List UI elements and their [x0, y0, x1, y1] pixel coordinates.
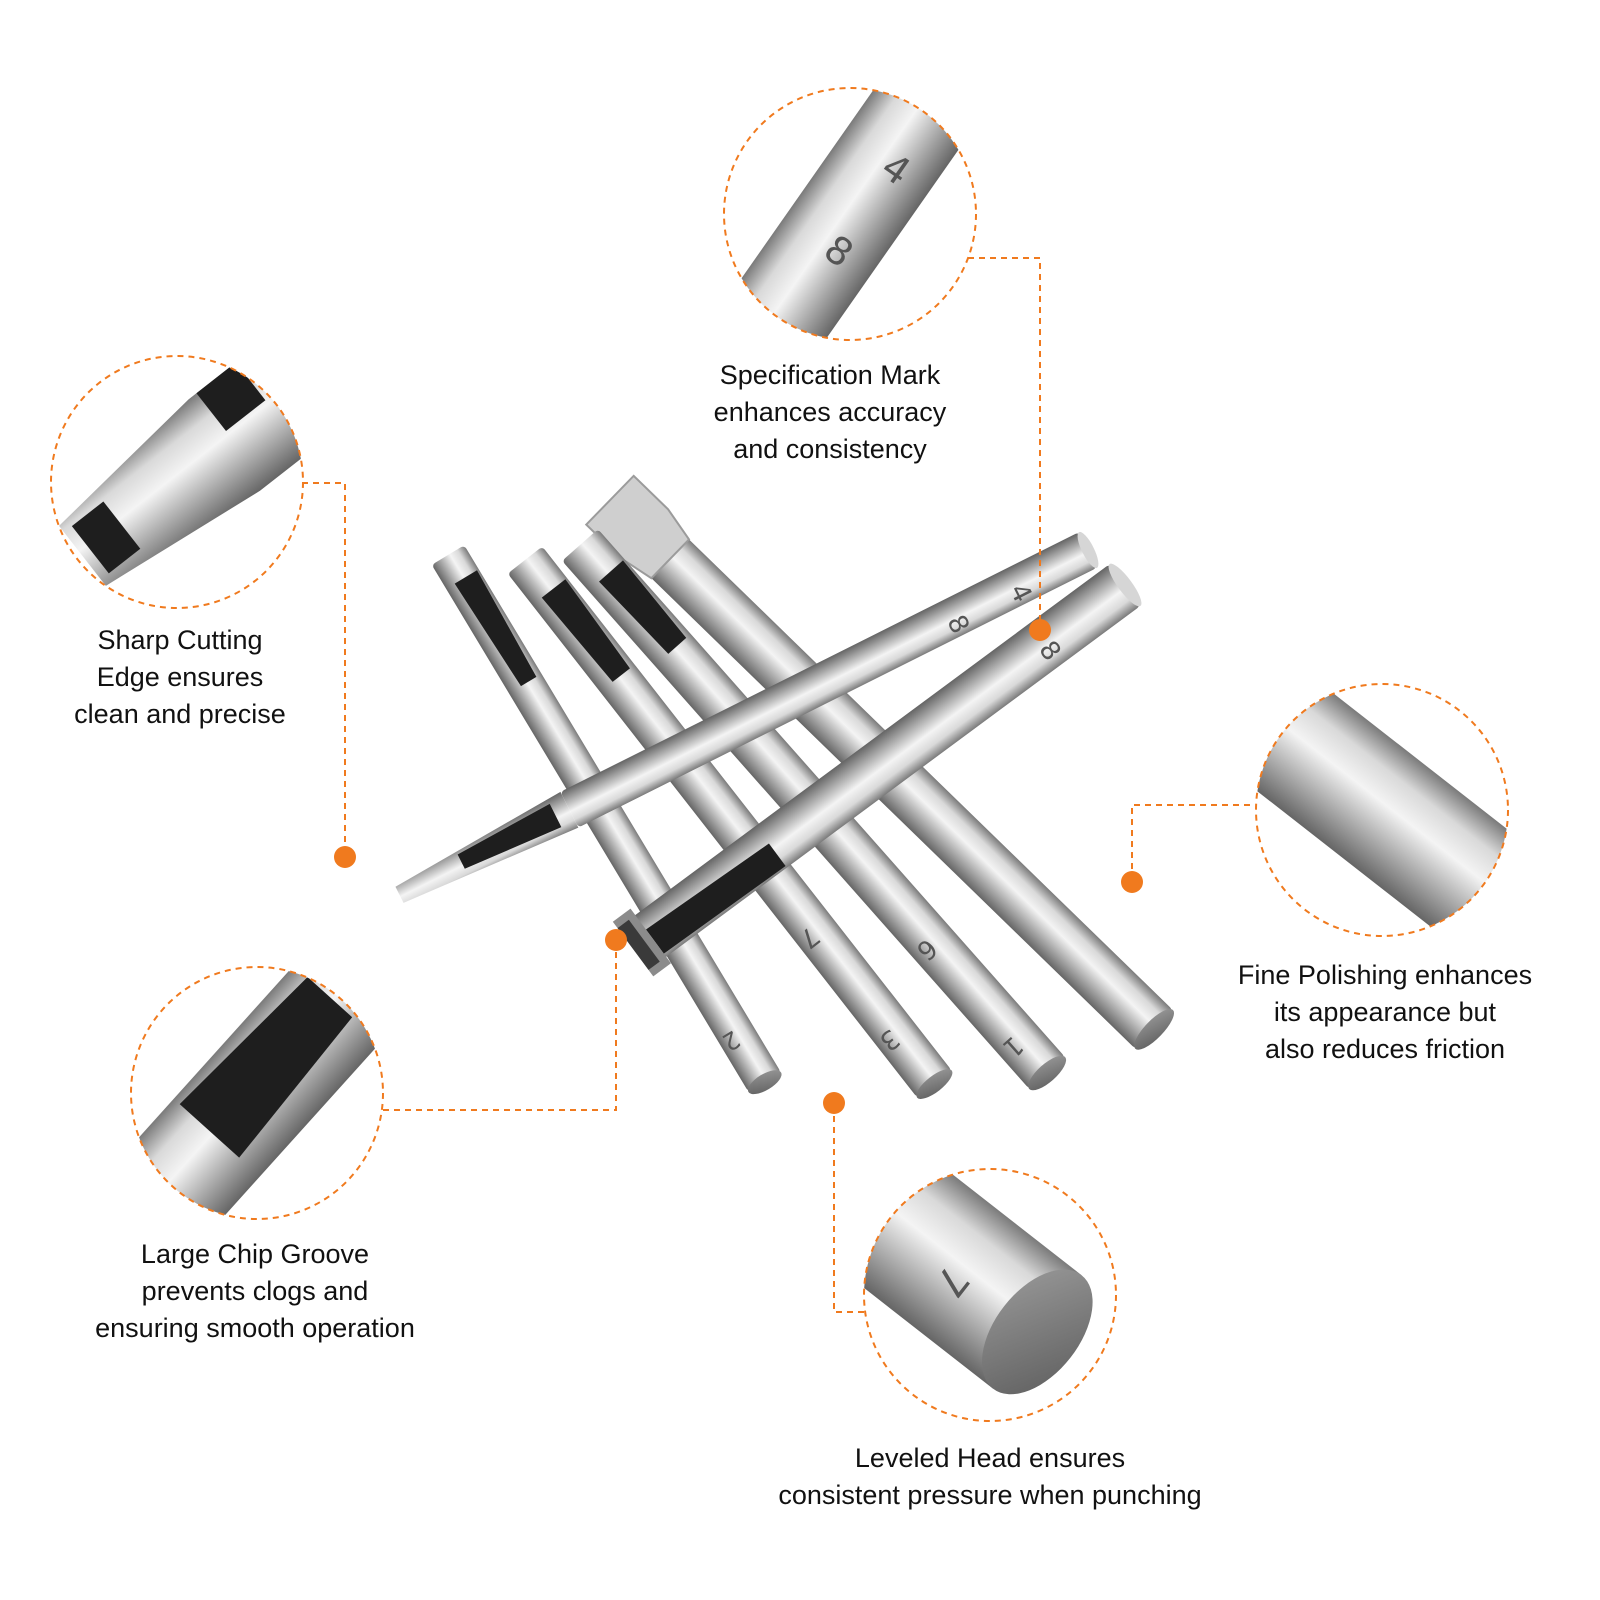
leader-sharp-edge — [302, 482, 346, 850]
caption-fine-polishing: Fine Polishing enhances its appearance b… — [1215, 957, 1555, 1068]
caption-polish-line-3: also reduces friction — [1264, 1034, 1506, 1064]
dot-chip-groove — [605, 929, 627, 951]
detail-chip-groove — [130, 966, 384, 1220]
caption-spec-mark: Specification Mark enhances accuracy and… — [700, 357, 960, 468]
leader-spec-mark — [968, 257, 1041, 630]
caption-groove-line-2: prevents clogs and — [141, 1276, 369, 1306]
punch-second: 8 — [612, 563, 1142, 977]
punch-rear-2: 7 3 — [509, 548, 953, 1099]
caption-spec-line-3: and consistency — [733, 434, 927, 464]
caption-chip-groove: Large Chip Groove prevents clogs and ens… — [80, 1236, 430, 1347]
chip-groove-icon — [130, 966, 384, 1220]
polished-shaft-icon — [1255, 683, 1509, 937]
dot-sharp-edge — [334, 846, 356, 868]
caption-edge-line-2: Edge ensures — [96, 662, 264, 692]
dot-spec-mark — [1029, 619, 1051, 641]
caption-edge-line-3: clean and precise — [74, 699, 286, 729]
punch-set: 6 1 7 3 5 2 8 4 — [395, 474, 1174, 1099]
leader-fine-polishing — [1131, 804, 1250, 880]
caption-leveled-head: Leveled Head ensures consistent pressure… — [760, 1440, 1220, 1514]
leader-leveled-head — [833, 1105, 864, 1313]
caption-head-line-2: consistent pressure when punching — [778, 1480, 1202, 1510]
caption-spec-line-1: Specification Mark — [719, 360, 941, 390]
leveled-head-icon — [863, 1168, 1117, 1422]
leader-chip-groove — [383, 940, 617, 1111]
dot-leveled-head — [823, 1092, 845, 1114]
caption-edge-line-1: Sharp Cutting — [97, 625, 263, 655]
caption-polish-line-2: its appearance but — [1273, 997, 1497, 1027]
anchor-dots — [334, 619, 1143, 1114]
dot-fine-polishing — [1121, 871, 1143, 893]
caption-head-line-1: Leveled Head ensures — [854, 1443, 1126, 1473]
caption-spec-line-2: enhances accuracy — [713, 397, 947, 427]
detail-leveled-head: 7 — [863, 1168, 1117, 1422]
caption-groove-line-1: Large Chip Groove — [140, 1239, 370, 1269]
cutting-edge-icon — [50, 355, 304, 609]
engraved-number-icon — [723, 87, 977, 341]
detail-fine-polishing — [1255, 683, 1509, 937]
caption-polish-line-1: Fine Polishing enhances — [1237, 960, 1533, 990]
punch-front: 8 4 — [395, 531, 1099, 903]
detail-sharp-edge — [50, 355, 304, 609]
caption-sharp-edge: Sharp Cutting Edge ensures clean and pre… — [55, 622, 305, 733]
leader-lines — [302, 257, 1250, 1313]
caption-groove-line-3: ensuring smooth operation — [95, 1313, 415, 1343]
